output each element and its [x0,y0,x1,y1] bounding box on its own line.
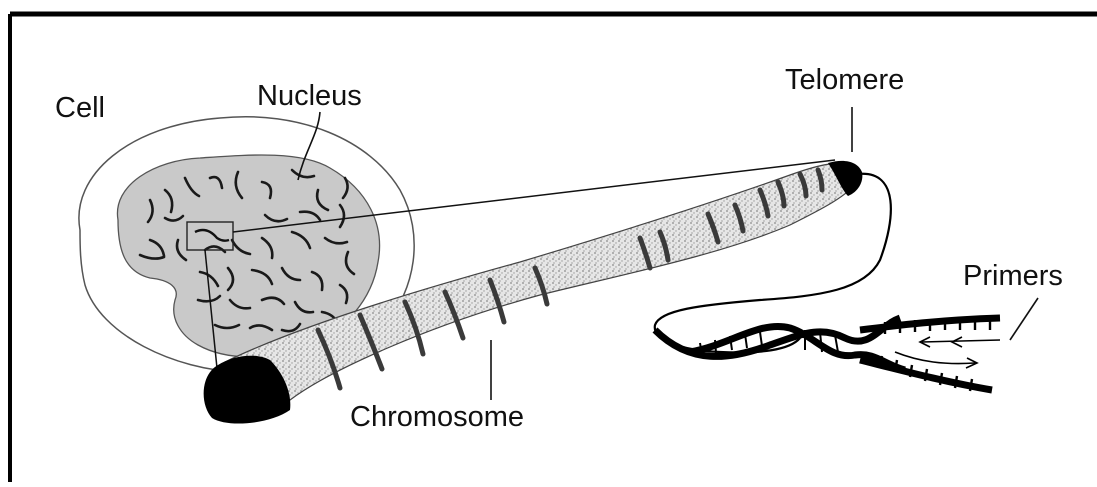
label-nucleus: Nucleus [257,82,362,111]
label-cell: Cell [55,94,105,123]
primer-arrows [895,337,1000,368]
primers-leader [1010,298,1038,340]
label-telomere: Telomere [785,66,904,95]
label-primers: Primers [963,262,1063,291]
dna-helix [655,318,1000,391]
label-chromosome: Chromosome [350,403,524,432]
